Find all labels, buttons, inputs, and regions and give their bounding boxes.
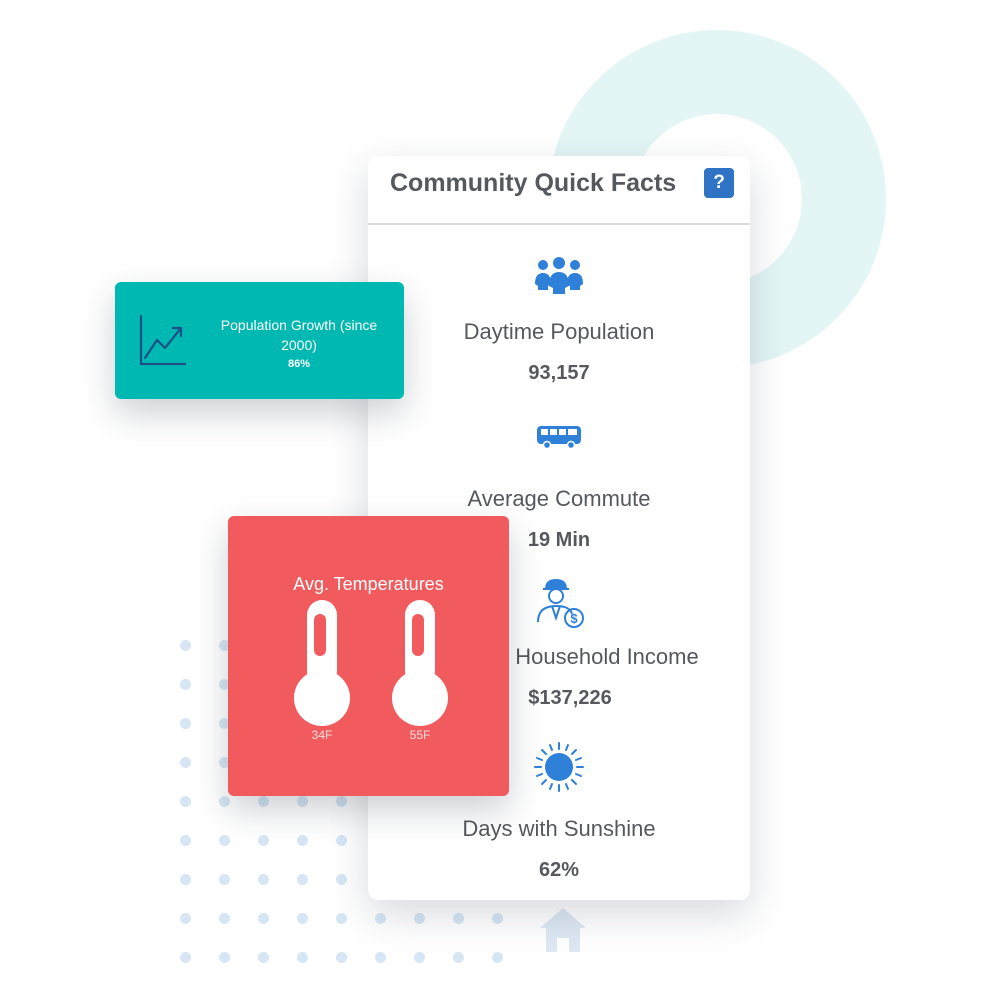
line-chart-icon: [139, 314, 187, 366]
svg-text:$: $: [570, 611, 578, 626]
temp-min-label: Min: [312, 710, 332, 724]
thermometer-min-icon: [294, 600, 350, 726]
temp-max-value: 55F: [409, 728, 431, 742]
fact-value: $137,226: [528, 687, 612, 709]
growth-label: Population Growth (since 2000): [220, 317, 378, 353]
fact-item-days-with-sunshine: Days with Sunshine 62%: [368, 742, 750, 882]
facts-card-title: Community Quick Facts: [390, 169, 677, 197]
fact-label: Household Income: [515, 644, 699, 669]
avg-temperatures-card: Avg. Temperatures Min 34F Max 55F: [228, 516, 509, 796]
fact-item-daytime-population: Daytime Population 93,157: [368, 256, 750, 385]
fact-label: Days with Sunshine: [462, 816, 656, 841]
fact-item-household-income: $ Household Income $137,226: [368, 576, 750, 710]
fact-item-average-commute: Average Commute 19 Min: [368, 424, 750, 552]
fact-value: 93,157: [528, 362, 590, 384]
help-button[interactable]: ?: [704, 168, 734, 198]
growth-value: 86%: [287, 358, 311, 370]
facts-card-header: Community Quick Facts ?: [368, 156, 750, 225]
temp-min-value: 34F: [311, 728, 333, 742]
population-growth-card: Population Growth (since 2000) 86%: [115, 282, 404, 399]
house-icon: [540, 908, 586, 952]
sun-icon: [534, 742, 584, 792]
fact-value: 19 Min: [527, 529, 591, 551]
bus-icon: [537, 426, 581, 450]
fact-label: Daytime Population: [463, 319, 655, 344]
person-money-icon: $: [537, 578, 584, 628]
temp-card-title: Avg. Temperatures: [293, 574, 444, 594]
fact-label: Average Commute: [467, 486, 651, 511]
people-group-icon: [535, 257, 583, 294]
fact-value: 62%: [538, 859, 580, 881]
temp-max-label: Max: [408, 710, 432, 724]
thermometer-max-icon: [392, 600, 448, 726]
